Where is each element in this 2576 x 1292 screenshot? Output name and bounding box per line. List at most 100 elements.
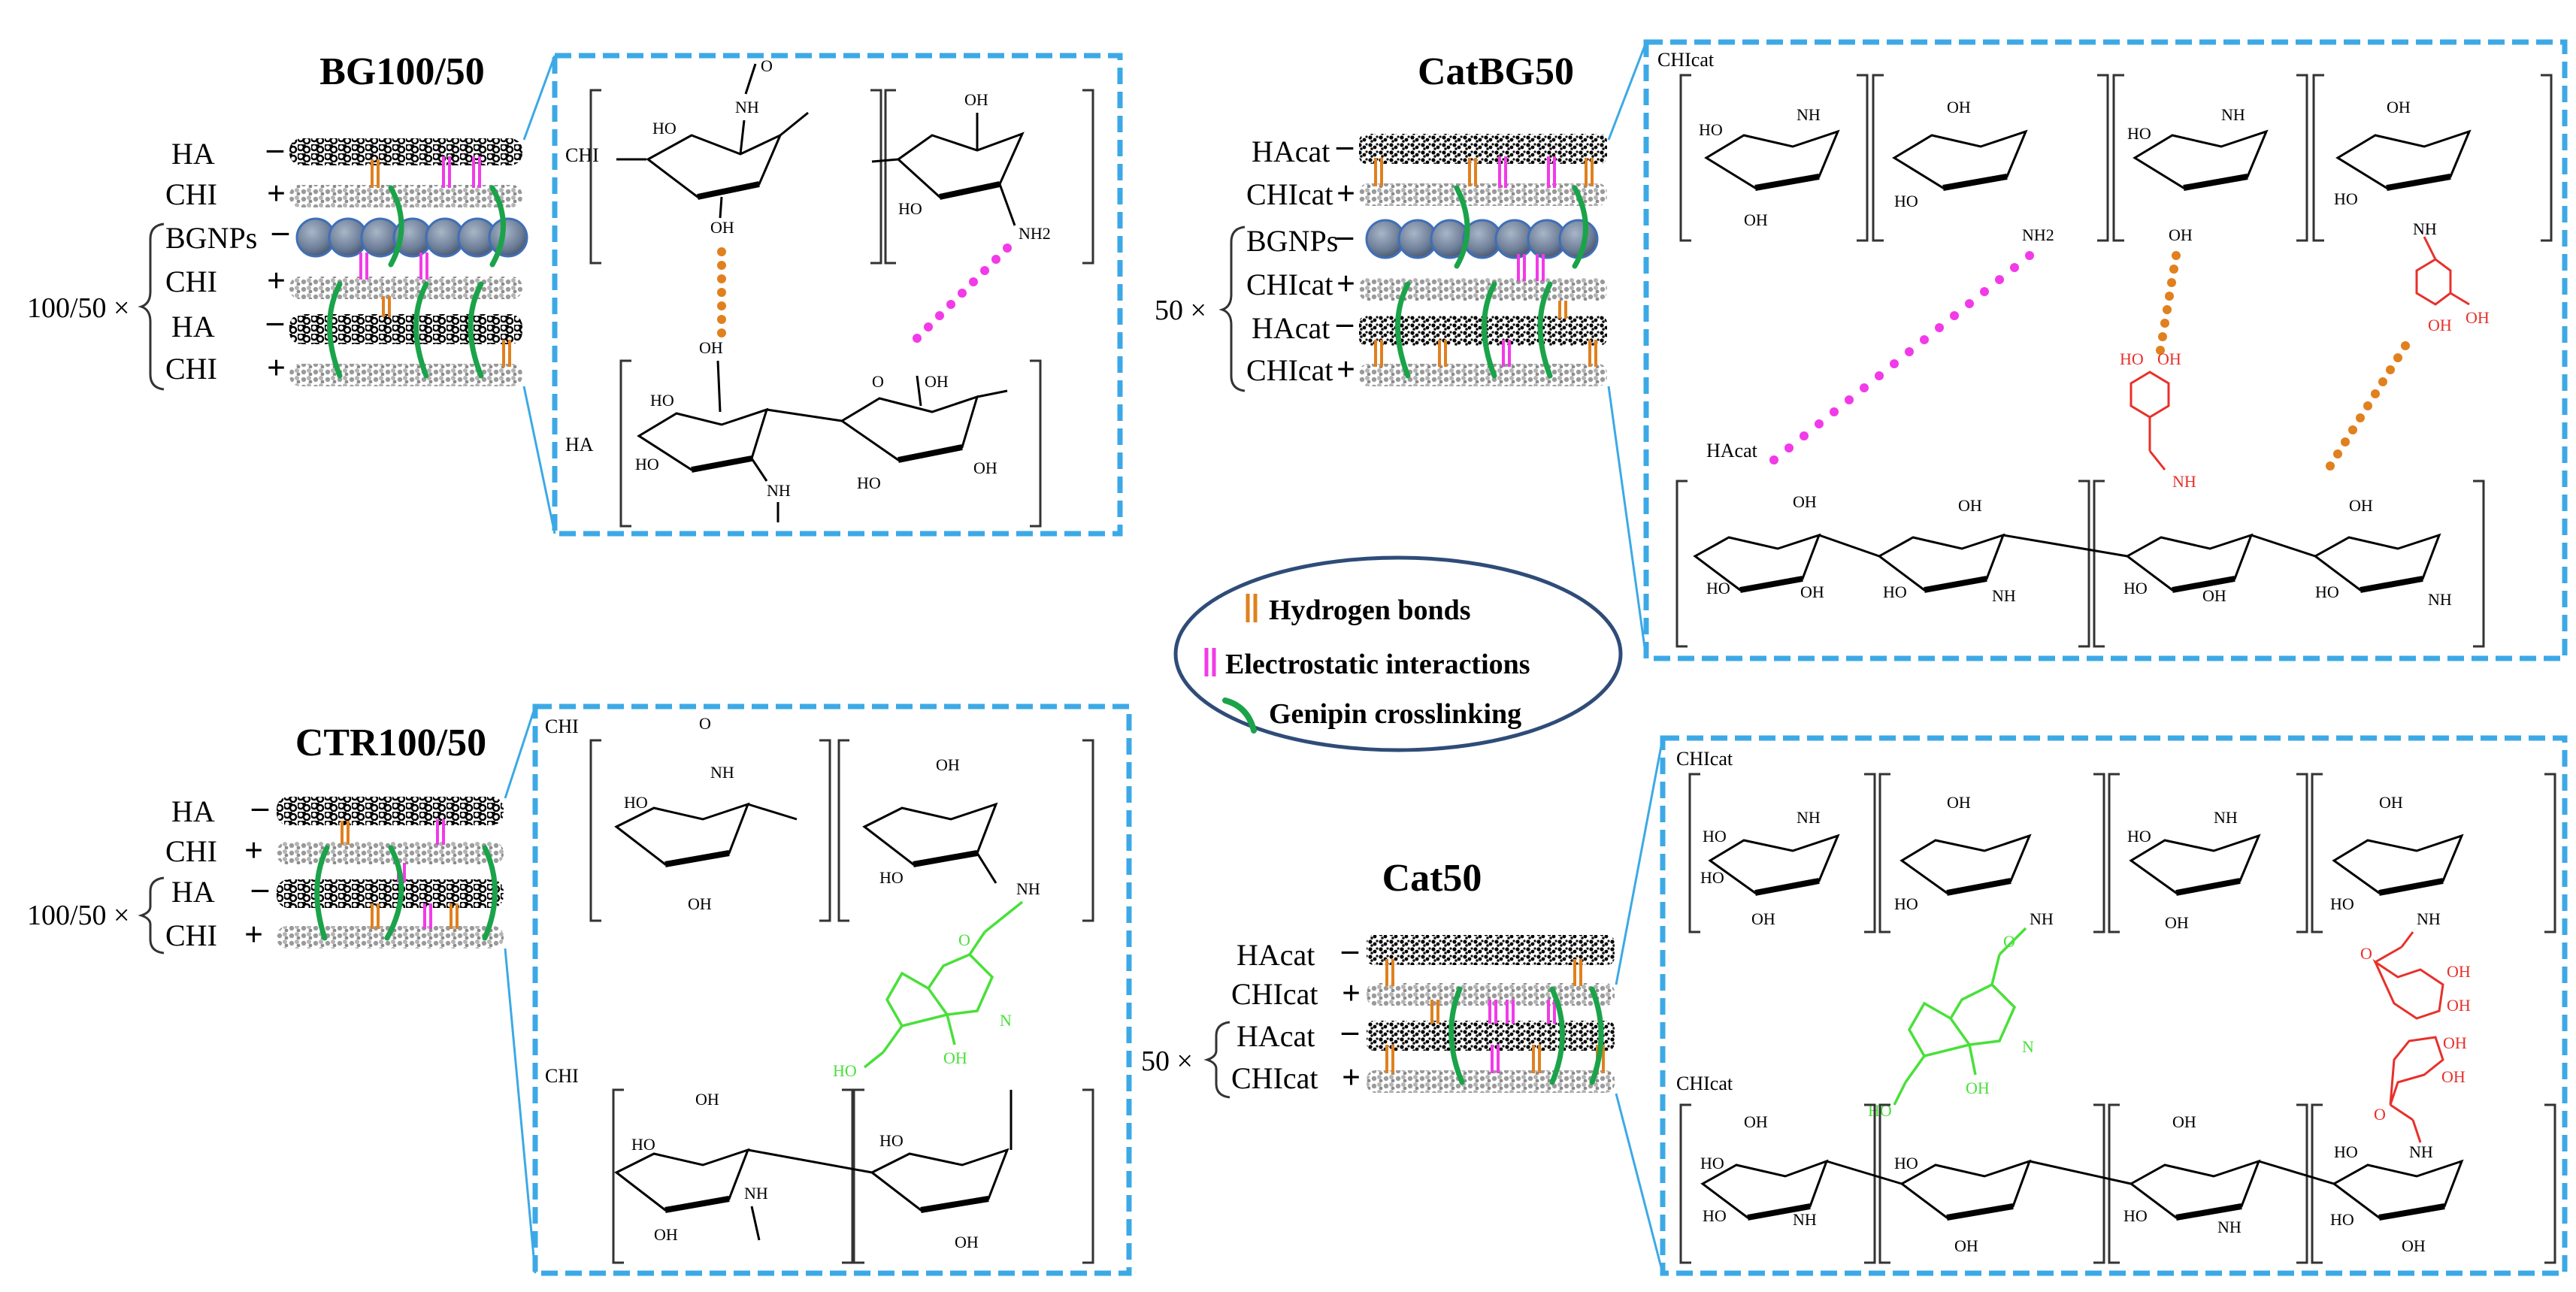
svg-text:HO: HO xyxy=(652,119,677,138)
svg-text:HO: HO xyxy=(1703,1206,1727,1225)
legend-label: Electrostatic interactions xyxy=(1225,649,1530,680)
svg-text:HO: HO xyxy=(833,1061,857,1080)
svg-text:HO: HO xyxy=(879,1131,904,1150)
layer-stack-catbg50 xyxy=(1359,134,1607,386)
chain-label: HA xyxy=(565,434,594,455)
svg-text:NH: NH xyxy=(735,98,759,116)
charge-sign: + xyxy=(244,832,263,869)
charge-sign: + xyxy=(1342,975,1361,1012)
molecular-structure-ctr100: CHI NH O HO OH OH HO NH xyxy=(545,714,1094,1264)
zoom-lines-catbg50 xyxy=(1607,41,1648,659)
zoom-lines-ctr100 xyxy=(504,706,537,1274)
layer-stack-bg100 xyxy=(289,138,528,386)
repeat-bracket xyxy=(1203,1021,1230,1099)
genipin-marks xyxy=(1395,185,1588,379)
electrostatic-icon xyxy=(1204,648,1216,676)
svg-text:OH: OH xyxy=(1947,98,1971,116)
layer-stack-cat50 xyxy=(1367,935,1615,1093)
legend-item-genipin: Genipin crosslinking xyxy=(1222,697,1521,734)
svg-text:OH: OH xyxy=(1793,492,1817,511)
repeat-multiplier: 100/50 × xyxy=(27,292,130,324)
repeat-multiplier: 50 × xyxy=(1141,1045,1193,1077)
hacat-layer xyxy=(1367,935,1615,965)
svg-text:NH: NH xyxy=(2428,590,2452,609)
svg-text:OH: OH xyxy=(2165,913,2189,932)
svg-text:O: O xyxy=(872,372,884,391)
svg-text:N: N xyxy=(1000,1011,1012,1030)
hydrogen-bond-link xyxy=(2326,341,2410,471)
hacat-layer xyxy=(1359,134,1607,164)
chi-layer xyxy=(289,185,522,207)
svg-text:HO: HO xyxy=(2330,894,2354,913)
panel-cat50: Cat50 xyxy=(1141,735,2568,1276)
svg-text:HO: HO xyxy=(879,868,904,887)
layer-label: HAcat xyxy=(1237,1019,1315,1053)
layer-label: HAcat xyxy=(1252,135,1330,168)
svg-text:OH: OH xyxy=(2466,308,2490,327)
layer-label: CHI xyxy=(165,177,217,211)
svg-text:O: O xyxy=(958,930,970,949)
svg-text:HO: HO xyxy=(2334,1142,2358,1161)
svg-text:NH2: NH2 xyxy=(1019,224,1051,243)
layer-labels-catbg50: HAcat – CHIcat + BGNPs – CHIcat + HAcat … xyxy=(1155,127,1355,392)
svg-text:HO: HO xyxy=(1706,579,1730,598)
ha-layer xyxy=(277,797,504,825)
chain-label: CHIcat xyxy=(1676,1073,1733,1094)
layer-labels-ctr100: HA – CHI + HA – CHI + 100/50 × xyxy=(27,788,269,955)
hydrogen-bond-marks xyxy=(1374,158,1597,367)
svg-text:OH: OH xyxy=(2157,349,2181,368)
svg-text:O: O xyxy=(699,714,711,733)
charge-sign: + xyxy=(244,916,263,953)
catechol-group xyxy=(2389,1036,2444,1143)
charge-sign: + xyxy=(267,349,286,386)
svg-text:OH: OH xyxy=(654,1225,678,1244)
ha-layer xyxy=(289,314,522,344)
zoom-frame-bg100 xyxy=(552,53,1123,537)
svg-text:HO: HO xyxy=(635,455,659,474)
svg-text:HO: HO xyxy=(631,1135,655,1154)
zoom-lines-cat50 xyxy=(1615,737,1664,1274)
charge-sign: – xyxy=(271,213,289,250)
svg-text:O: O xyxy=(2374,1105,2386,1124)
svg-text:HO: HO xyxy=(2123,1206,2148,1225)
legend: Hydrogen bonds Electrostatic interaction… xyxy=(1173,555,1623,752)
charge-sign: + xyxy=(1336,265,1355,302)
zoom-frame-ctr100 xyxy=(532,703,1132,1276)
svg-text:OH: OH xyxy=(2349,496,2373,515)
bgnp-layer xyxy=(1365,219,1599,259)
svg-text:OH: OH xyxy=(1800,582,1824,601)
svg-text:NH: NH xyxy=(1797,808,1821,827)
charge-sign: – xyxy=(266,303,284,340)
svg-text:OH: OH xyxy=(2402,1236,2426,1255)
svg-text:OH: OH xyxy=(2443,1033,2467,1052)
svg-text:HO: HO xyxy=(1699,120,1723,139)
electrostatic-link xyxy=(913,244,1012,343)
svg-text:HO: HO xyxy=(2120,349,2144,368)
chicat-layer xyxy=(1359,183,1607,206)
svg-text:OH: OH xyxy=(1744,210,1768,229)
hydrogen-bond-marks xyxy=(1385,959,1605,1073)
svg-text:HO: HO xyxy=(2330,1210,2354,1229)
panel-title-catbg50: CatBG50 xyxy=(1418,50,1574,93)
genipin-structure xyxy=(1893,927,2027,1106)
layer-label: HAcat xyxy=(1237,938,1315,972)
svg-text:NH: NH xyxy=(1793,1210,1817,1229)
charge-sign: + xyxy=(267,175,286,212)
svg-text:HO: HO xyxy=(1894,192,1918,210)
svg-text:HO: HO xyxy=(1700,868,1724,887)
chi-layer xyxy=(289,277,522,299)
molecular-structure-cat50: CHIcat NH HO HO OH OH HO NH NH HO OH xyxy=(1676,748,2556,1264)
svg-text:HO: HO xyxy=(2334,189,2358,208)
genipin-icon xyxy=(1222,697,1257,734)
svg-text:NH: NH xyxy=(767,481,791,500)
panel-title-ctr100: CTR100/50 xyxy=(295,722,486,764)
genipin-structure xyxy=(863,900,1024,1069)
charge-sign: – xyxy=(1336,127,1354,164)
layer-label: CHI xyxy=(165,918,217,952)
layer-label: CHI xyxy=(165,265,217,298)
svg-text:OH: OH xyxy=(1751,909,1775,928)
chi-layer xyxy=(277,842,504,864)
legend-item-electrostatic: Electrostatic interactions xyxy=(1204,648,1530,680)
charge-sign: – xyxy=(251,870,269,906)
repeat-bracket xyxy=(138,222,165,391)
